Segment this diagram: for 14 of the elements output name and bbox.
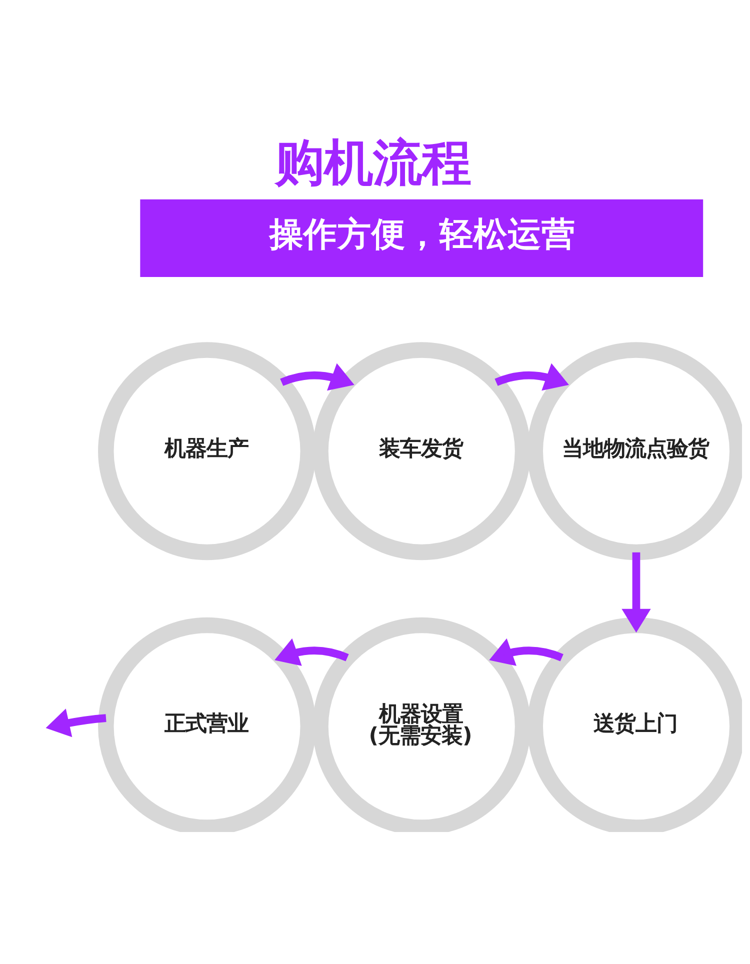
arrow <box>489 638 564 666</box>
node-circle: 送货上门 <box>527 617 742 832</box>
node-circle: 装车发货 <box>312 342 531 560</box>
node-circle: 机器设置 (无需安装) <box>312 617 531 832</box>
label: 操作方便，轻松运营 <box>269 214 576 254</box>
arrow <box>280 363 354 391</box>
diagram-title: 购机流程 <box>275 133 471 192</box>
arrow <box>494 363 569 391</box>
node-circle: 当地物流点验货 <box>527 342 742 560</box>
arrow <box>46 708 106 738</box>
node-circle: 正式营业 <box>98 617 316 832</box>
arrow <box>274 638 349 666</box>
arrow <box>622 552 651 633</box>
node-circle: 机器生产 <box>98 342 316 560</box>
